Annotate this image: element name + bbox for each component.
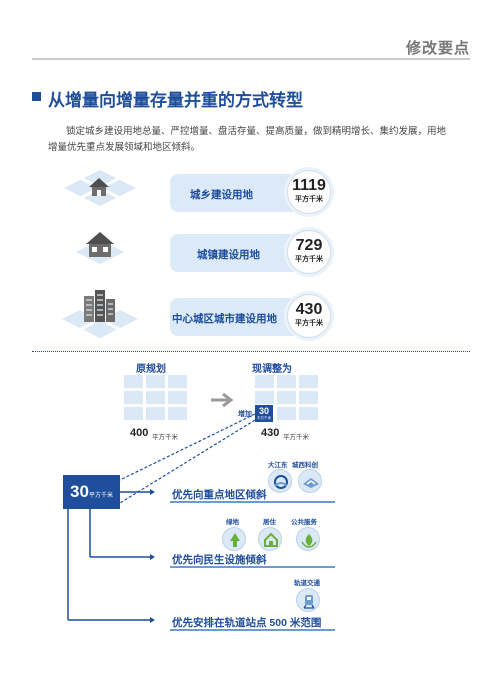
connector-lines — [119, 413, 256, 504]
greenland-icon — [222, 527, 246, 551]
header-divider — [32, 58, 470, 60]
add-box: 30 平方千米 — [255, 405, 273, 422]
row-value: 430 — [295, 301, 323, 318]
row-label-urban-rural: 城乡建设用地 — [190, 189, 253, 201]
town-land-icon — [76, 232, 124, 264]
original-plan-label: 原规划 — [136, 364, 166, 375]
row-value: 1119 — [292, 177, 326, 194]
current-unit: 平方千米 — [283, 434, 309, 441]
row-pill — [170, 234, 304, 272]
increment-box: 30平方千米 — [63, 475, 120, 509]
increment-value: 30 — [70, 482, 89, 501]
current-value: 430 — [261, 427, 280, 439]
row-unit: 平方千米 — [295, 320, 323, 327]
icon-label: 大江东 — [268, 462, 288, 469]
priority-label: 优先向重点地区倾斜 — [172, 489, 267, 501]
add-value: 30 — [258, 406, 269, 416]
chengxi-science-icon — [298, 469, 322, 493]
icon-label: 居住 — [263, 519, 276, 526]
value-circle: 729 平方千米 — [287, 230, 331, 274]
public-service-icon — [296, 527, 320, 551]
dajiangdong-icon — [268, 469, 292, 493]
rural-land-icon — [64, 170, 136, 206]
original-unit: 平方千米 — [152, 434, 178, 441]
row-unit: 平方千米 — [295, 196, 323, 203]
row-pill — [170, 174, 304, 212]
icon-label: 公共服务 — [291, 519, 317, 526]
intro-paragraph: 锁定城乡建设用地总量、严控增量、盘活存量、提高质量，做到精明增长、集约发展，用地… — [48, 126, 447, 153]
current-plan-label: 现调整为 — [252, 364, 292, 375]
row-pill — [170, 298, 304, 336]
section-title: 从增量向增量存量并重的方式转型 — [48, 91, 303, 110]
row-label-town: 城镇建设用地 — [197, 249, 260, 261]
city-land-icon — [62, 290, 138, 338]
add-unit: 平方千米 — [257, 416, 271, 420]
housing-icon — [258, 527, 282, 551]
value-circle: 1119 平方千米 — [287, 170, 331, 214]
icon-label: 城西科创 — [292, 462, 318, 469]
priority-underline — [170, 566, 335, 568]
original-value: 400 — [130, 427, 149, 439]
priority-underline — [170, 501, 335, 503]
icon-label: 轨道交通 — [294, 580, 320, 587]
icon-label: 绿地 — [226, 519, 239, 526]
priority-tree — [67, 489, 155, 623]
section-divider — [32, 351, 470, 352]
row-unit: 平方千米 — [295, 256, 323, 263]
section-marker — [32, 92, 41, 101]
rail-transit-icon — [296, 588, 320, 612]
increment-unit: 平方千米 — [88, 493, 113, 499]
add-label: 增加 — [238, 411, 252, 418]
priority-underline — [170, 629, 335, 631]
header-title: 修改要点 — [405, 40, 470, 57]
row-label-central-city: 中心城区城市建设用地 — [172, 313, 277, 325]
row-value: 729 — [295, 237, 323, 254]
priority-label: 优先安排在轨道站点 500 米范围 — [172, 617, 322, 629]
priority-label: 优先向民生设施倾斜 — [172, 554, 267, 566]
arrow-right-icon — [211, 392, 234, 408]
value-circle: 430 平方千米 — [287, 294, 331, 338]
